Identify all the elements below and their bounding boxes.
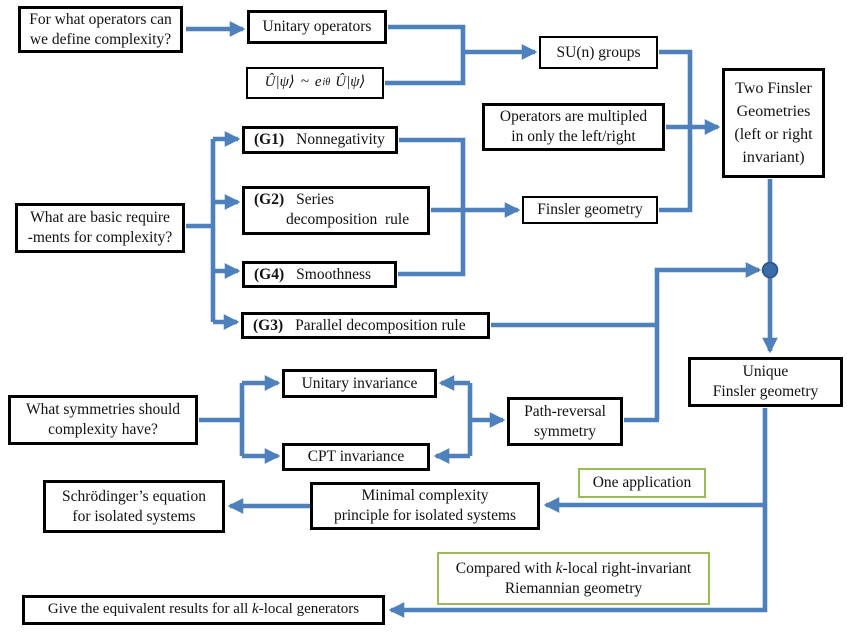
g1-label: Nonnegativity xyxy=(296,131,385,149)
compared-k-italic: k xyxy=(555,559,563,577)
unitary-invariance-box: Unitary invariance xyxy=(282,369,437,398)
finsler-geometry-box: Finsler geometry xyxy=(522,196,658,224)
arrow-unique-to-give-equivalent xyxy=(388,408,768,618)
question-operators-box: For what operators can we define complex… xyxy=(18,6,183,53)
schrodinger-equation-box: Schrödinger’s equation for isolated syst… xyxy=(43,480,225,533)
question-symmetries-box: What symmetries should complexity have? xyxy=(8,395,198,445)
connector-sun-finslergeom-join xyxy=(659,49,693,213)
g4-label: Smoothness xyxy=(296,265,372,283)
junction-dot xyxy=(761,261,779,279)
unique-finsler-geometry-box: Unique Finsler geometry xyxy=(688,357,843,407)
g2-line1: (G2) Series xyxy=(254,190,334,210)
formula-e: e xyxy=(314,74,322,91)
unitary-operators-box: Unitary operators xyxy=(247,10,387,44)
formula-u1: Û|ψ⟩ xyxy=(264,74,295,91)
connector-g1-g4-join xyxy=(398,137,466,277)
g3-parallel-decomposition-box: (G3) Parallel decomposition rule xyxy=(241,312,490,339)
formula-tilde: ~ xyxy=(300,74,309,91)
g1-tag: (G1) xyxy=(254,131,285,149)
path-reversal-symmetry-box: Path-reversal symmetry xyxy=(507,397,623,446)
sun-groups-box: SU(n) groups xyxy=(539,36,658,69)
operators-multiplied-box: Operators are multipled in only the left… xyxy=(482,103,665,151)
g2-label: Series xyxy=(296,191,335,208)
compared-klocal-label-box: Compared with k-local right-invariant Ri… xyxy=(437,552,710,605)
question-basic-requirements-box: What are basic require -ments for comple… xyxy=(15,203,185,253)
formula-u2: Û|ψ⟩ xyxy=(335,74,366,91)
one-application-label-box: One application xyxy=(578,468,706,498)
g2-series-decomposition-box: (G2) Series decomposition rule xyxy=(242,186,430,235)
give-equivalent-k-italic: k xyxy=(252,601,259,618)
arrow-to-junction-dot xyxy=(654,262,762,420)
compared-text: Compared with k-local right-invariant Ri… xyxy=(455,559,692,597)
connector-unitary-formula-join xyxy=(385,24,466,86)
g4-smoothness-box: (G4) Smoothness xyxy=(242,261,397,288)
two-finsler-geometries-box: Two Finsler Geometries (left or right in… xyxy=(722,68,825,178)
give-equivalent-text: Give the equivalent results for all k-lo… xyxy=(47,601,360,618)
g4-tag: (G4) xyxy=(254,265,285,283)
formula-exponent: iθ xyxy=(322,76,331,88)
cpt-invariance-box: CPT invariance xyxy=(282,443,430,471)
g3-tag: (G3) xyxy=(253,316,284,334)
g2-line2: decomposition rule xyxy=(286,210,410,228)
g2-tag: (G2) xyxy=(254,191,285,208)
g1-nonnegativity-box: (G1) Nonnegativity xyxy=(242,126,398,154)
g3-label: Parallel decomposition rule xyxy=(295,316,466,334)
minimal-complexity-principle-box: Minimal complexity principle for isolate… xyxy=(310,482,540,530)
give-equivalent-results-box: Give the equivalent results for all k-lo… xyxy=(22,595,385,625)
